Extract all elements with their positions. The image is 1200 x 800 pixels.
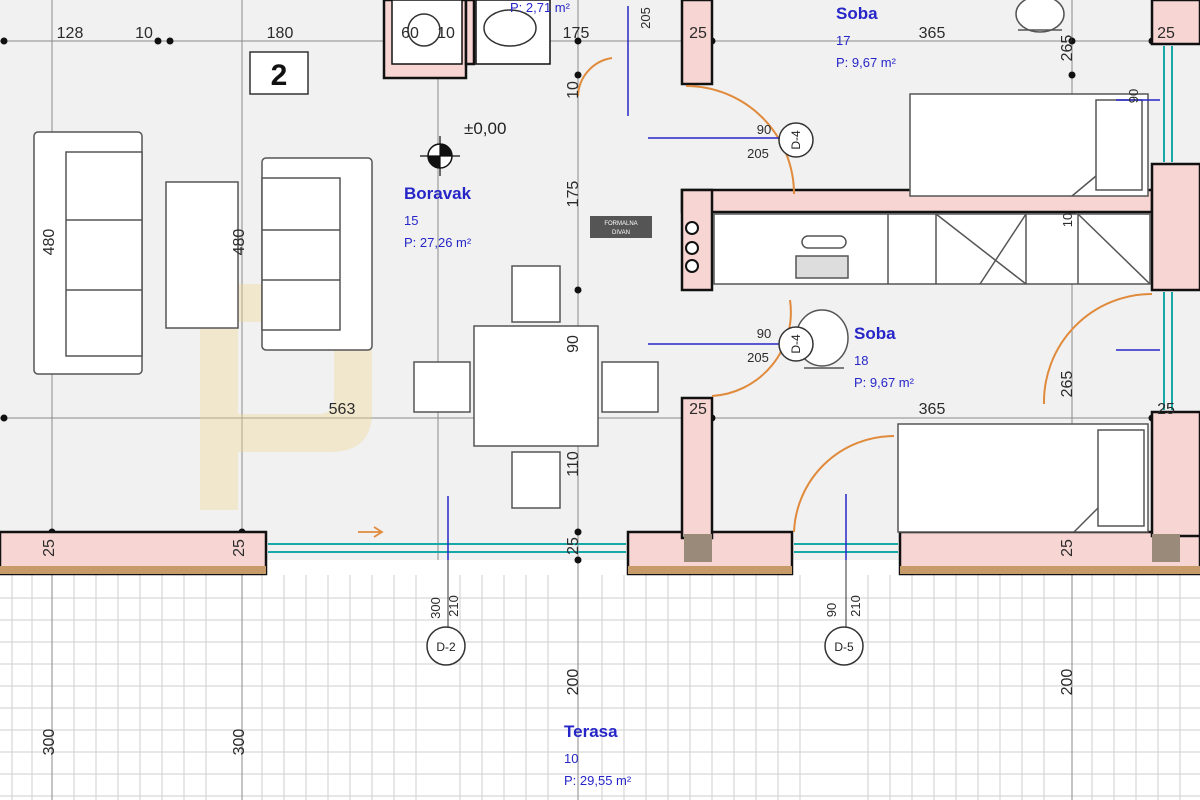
svg-text:90: 90: [824, 603, 839, 617]
room-name-terasa: Terasa: [564, 722, 618, 741]
svg-text:210: 210: [848, 595, 863, 617]
room-number-terasa: 10: [564, 751, 578, 766]
svg-text:D-5: D-5: [834, 640, 854, 654]
room-area-soba17: P: 9,67 m²: [836, 55, 897, 70]
svg-text:200: 200: [1059, 669, 1076, 696]
svg-text:205: 205: [638, 7, 653, 29]
svg-text:60: 60: [401, 25, 419, 42]
wall-hatch: [0, 534, 1200, 574]
room-name-boravak: Boravak: [404, 184, 472, 203]
svg-text:D-4: D-4: [789, 334, 803, 354]
svg-text:180: 180: [267, 25, 294, 42]
flue-icon: [685, 221, 699, 273]
svg-text:25: 25: [689, 25, 707, 42]
unit-number-box: [249, 51, 309, 95]
svg-text:25: 25: [1157, 25, 1175, 42]
toilet-icon: [483, 9, 537, 47]
svg-text:10: 10: [437, 25, 455, 42]
svg-text:480: 480: [231, 229, 248, 256]
svg-text:200: 200: [565, 669, 582, 696]
svg-text:205: 205: [747, 350, 769, 365]
svg-text:365: 365: [919, 25, 946, 42]
dining-set: [413, 265, 659, 509]
svg-text:128: 128: [57, 25, 84, 42]
svg-text:365: 365: [919, 401, 946, 418]
door-tag-d5: D-5 90 210: [824, 560, 864, 666]
svg-text:265: 265: [1059, 371, 1076, 398]
sofa-right: [261, 157, 373, 351]
room-area-boravak: P: 27,26 m²: [404, 235, 472, 250]
cabinet-label-2: DIVAN: [612, 230, 630, 236]
room-name-soba18: Soba: [854, 324, 896, 343]
unit-number: 2: [271, 59, 288, 92]
room-number-soba18: 18: [854, 353, 868, 368]
bed-room17: [909, 93, 1149, 197]
svg-text:25: 25: [231, 539, 248, 557]
entry-arrow-icon: [358, 526, 384, 538]
dimension-labels: 128 10 180 60 10 175 205 25 365 25 480 4…: [41, 7, 1175, 755]
svg-text:90: 90: [565, 335, 582, 353]
svg-text:10: 10: [135, 25, 153, 42]
svg-text:90: 90: [1126, 89, 1141, 103]
kitchen-counter: [713, 213, 1151, 285]
svg-text:110: 110: [565, 451, 582, 477]
door-swings: [577, 57, 1153, 533]
room-area-terasa: P: 29,55 m²: [564, 773, 632, 788]
svg-text:25: 25: [1157, 401, 1175, 418]
opening-markers: [447, 6, 1160, 560]
svg-text:205: 205: [747, 146, 769, 161]
svg-text:300: 300: [41, 729, 58, 756]
walls: [0, 0, 1200, 576]
svg-text:300: 300: [428, 597, 443, 619]
door-tag-d4a: D-4 90 205: [747, 122, 814, 161]
svg-text:480: 480: [41, 229, 58, 256]
svg-text:25: 25: [689, 401, 707, 418]
sofa-left: [33, 131, 143, 375]
svg-text:563: 563: [329, 401, 356, 418]
cabinet-label: FORMALNA: [604, 221, 637, 227]
room-number-soba17: 17: [836, 33, 850, 48]
room-area-bath: P: 2,71 m²: [510, 0, 571, 15]
svg-text:D-2: D-2: [436, 640, 456, 654]
svg-text:25: 25: [41, 539, 58, 557]
svg-text:10: 10: [1060, 213, 1075, 227]
coffee-table: [165, 181, 239, 329]
door-tag-d2: D-2 300 210: [426, 560, 466, 666]
room-name-soba17: Soba: [836, 4, 878, 23]
door-tag-d4b: D-4 90 205: [747, 326, 814, 365]
elevation-label: ±0,00: [464, 119, 506, 138]
svg-text:210: 210: [446, 595, 461, 617]
bed-room18: [897, 423, 1149, 533]
room-area-soba18: P: 9,67 m²: [854, 375, 915, 390]
sink-icon: [407, 13, 441, 47]
desk-chair-room17: [1015, 0, 1065, 33]
svg-text:10: 10: [565, 81, 582, 99]
room-number-boravak: 15: [404, 213, 418, 228]
svg-text:D-4: D-4: [789, 130, 803, 150]
svg-text:175: 175: [565, 181, 582, 208]
svg-text:300: 300: [231, 729, 248, 756]
svg-text:25: 25: [565, 537, 582, 555]
cabinet-label-box: [590, 216, 652, 238]
svg-text:25: 25: [1059, 539, 1076, 557]
svg-text:175: 175: [563, 25, 590, 42]
svg-text:90: 90: [757, 326, 771, 341]
svg-text:90: 90: [757, 122, 771, 137]
svg-text:265: 265: [1059, 35, 1076, 62]
terrace-tile-grid: [0, 575, 1200, 800]
elevation-marker-icon: [420, 136, 460, 176]
